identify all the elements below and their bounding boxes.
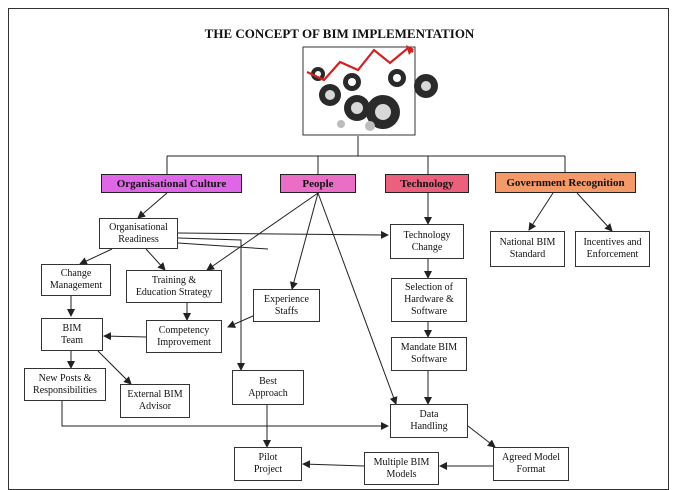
node-training-education-strategy: Training & Education Strategy xyxy=(126,270,222,303)
node-data-handling: Data Handling xyxy=(390,404,468,438)
node-bim-team: BIM Team xyxy=(41,318,103,351)
node-national-bim-standard: National BIM Standard xyxy=(490,231,565,267)
arrow-culture-to-readiness xyxy=(137,192,168,219)
arrow-government-to-incentives xyxy=(576,192,613,232)
node-pilot-project: Pilot Project xyxy=(234,447,302,481)
node-competency-improvement: Competency Improvement xyxy=(146,320,222,353)
arrow-readiness-to-tech-change xyxy=(177,230,389,239)
arrow-people-to-experience xyxy=(289,192,319,290)
arrow-new-posts-to-data-handling xyxy=(61,401,389,430)
arrow-government-to-standard xyxy=(528,192,554,231)
category-technology: Technology xyxy=(385,174,469,193)
node-selection-hardware-software: Selection of Hardware & Software xyxy=(391,278,467,322)
node-agreed-model-format: Agreed Model Format xyxy=(493,447,569,481)
node-external-bim-advisor: External BIM Advisor xyxy=(120,384,190,418)
node-best-approach: Best Approach xyxy=(232,370,304,405)
category-government-recognition: Government Recognition xyxy=(495,172,636,193)
arrow-people-to-training xyxy=(206,192,319,271)
category-people: People xyxy=(280,174,356,193)
arrow-readiness-to-experience xyxy=(177,242,269,250)
category-organisational-culture: Organisational Culture xyxy=(101,174,242,193)
node-new-posts-responsibilities: New Posts & Responsibilities xyxy=(24,368,106,401)
arrow-readiness-to-best-approach xyxy=(177,237,245,371)
arrow-readiness-to-change-mgmt xyxy=(79,248,113,265)
node-organisational-readiness: Organisational Readiness xyxy=(99,218,178,249)
arrow-people-to-data-handling xyxy=(317,192,398,405)
node-technology-change: Technology Change xyxy=(390,224,464,259)
node-multiple-bim-models: Multiple BIM Models xyxy=(364,452,439,485)
arrow-competency-to-bim-team xyxy=(103,332,147,341)
arrow-bim-team-to-advisor xyxy=(97,350,132,385)
arrow-readiness-to-training xyxy=(145,248,166,271)
node-experience-staffs: Experience Staffs xyxy=(253,289,320,322)
diagram-title: THE CONCEPT OF BIM IMPLEMENTATION xyxy=(204,26,475,41)
node-mandate-bim-software: Mandate BIM Software xyxy=(391,337,467,371)
arrow-data-handling-to-agreed-format xyxy=(467,425,496,448)
node-change-management: Change Management xyxy=(41,264,111,296)
node-incentives-enforcement: Incentives and Enforcement xyxy=(575,231,650,267)
arrow-multiple-models-to-pilot xyxy=(302,460,365,469)
